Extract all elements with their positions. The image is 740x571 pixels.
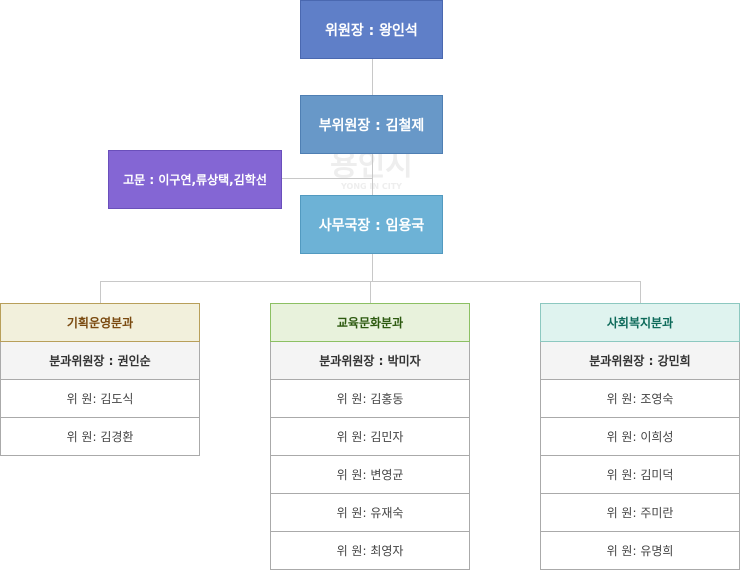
dept-chief: 분과위원장 : 권인순 [0, 342, 200, 380]
connector-dept-3 [640, 281, 641, 303]
member: 위 원: 김미덕 [540, 456, 740, 494]
member: 위 원: 김민자 [270, 418, 470, 456]
member: 위 원: 주미란 [540, 494, 740, 532]
secretary-box: 사무국장 : 임용국 [300, 195, 443, 254]
dept-header: 교육문화분과 [270, 303, 470, 342]
connector-vertical [372, 59, 373, 281]
member: 위 원: 이희성 [540, 418, 740, 456]
member: 위 원: 변영균 [270, 456, 470, 494]
dept-header: 사회복지분과 [540, 303, 740, 342]
connector-advisor [281, 178, 372, 179]
member: 위 원: 김홍동 [270, 380, 470, 418]
member: 위 원: 최영자 [270, 532, 470, 570]
dept-welfare: 사회복지분과 분과위원장 : 강민희 위 원: 조영숙 위 원: 이희성 위 원… [540, 303, 740, 570]
dept-header: 기획운영분과 [0, 303, 200, 342]
dept-planning: 기획운영분과 분과위원장 : 권인순 위 원: 김도식 위 원: 김경환 [0, 303, 200, 456]
member: 위 원: 김도식 [0, 380, 200, 418]
member: 위 원: 유명희 [540, 532, 740, 570]
member: 위 원: 조영숙 [540, 380, 740, 418]
member: 위 원: 유재숙 [270, 494, 470, 532]
dept-education: 교육문화분과 분과위원장 : 박미자 위 원: 김홍동 위 원: 김민자 위 원… [270, 303, 470, 570]
dept-chief: 분과위원장 : 박미자 [270, 342, 470, 380]
chair-box: 위원장 : 왕인석 [300, 0, 443, 59]
connector-dept-2 [370, 281, 371, 303]
vice-chair-box: 부위원장 : 김철제 [300, 95, 443, 154]
dept-chief: 분과위원장 : 강민희 [540, 342, 740, 380]
connector-dept-1 [100, 281, 101, 303]
advisor-box: 고문 : 이구연,류상택,김학선 [108, 150, 282, 209]
member: 위 원: 김경환 [0, 418, 200, 456]
